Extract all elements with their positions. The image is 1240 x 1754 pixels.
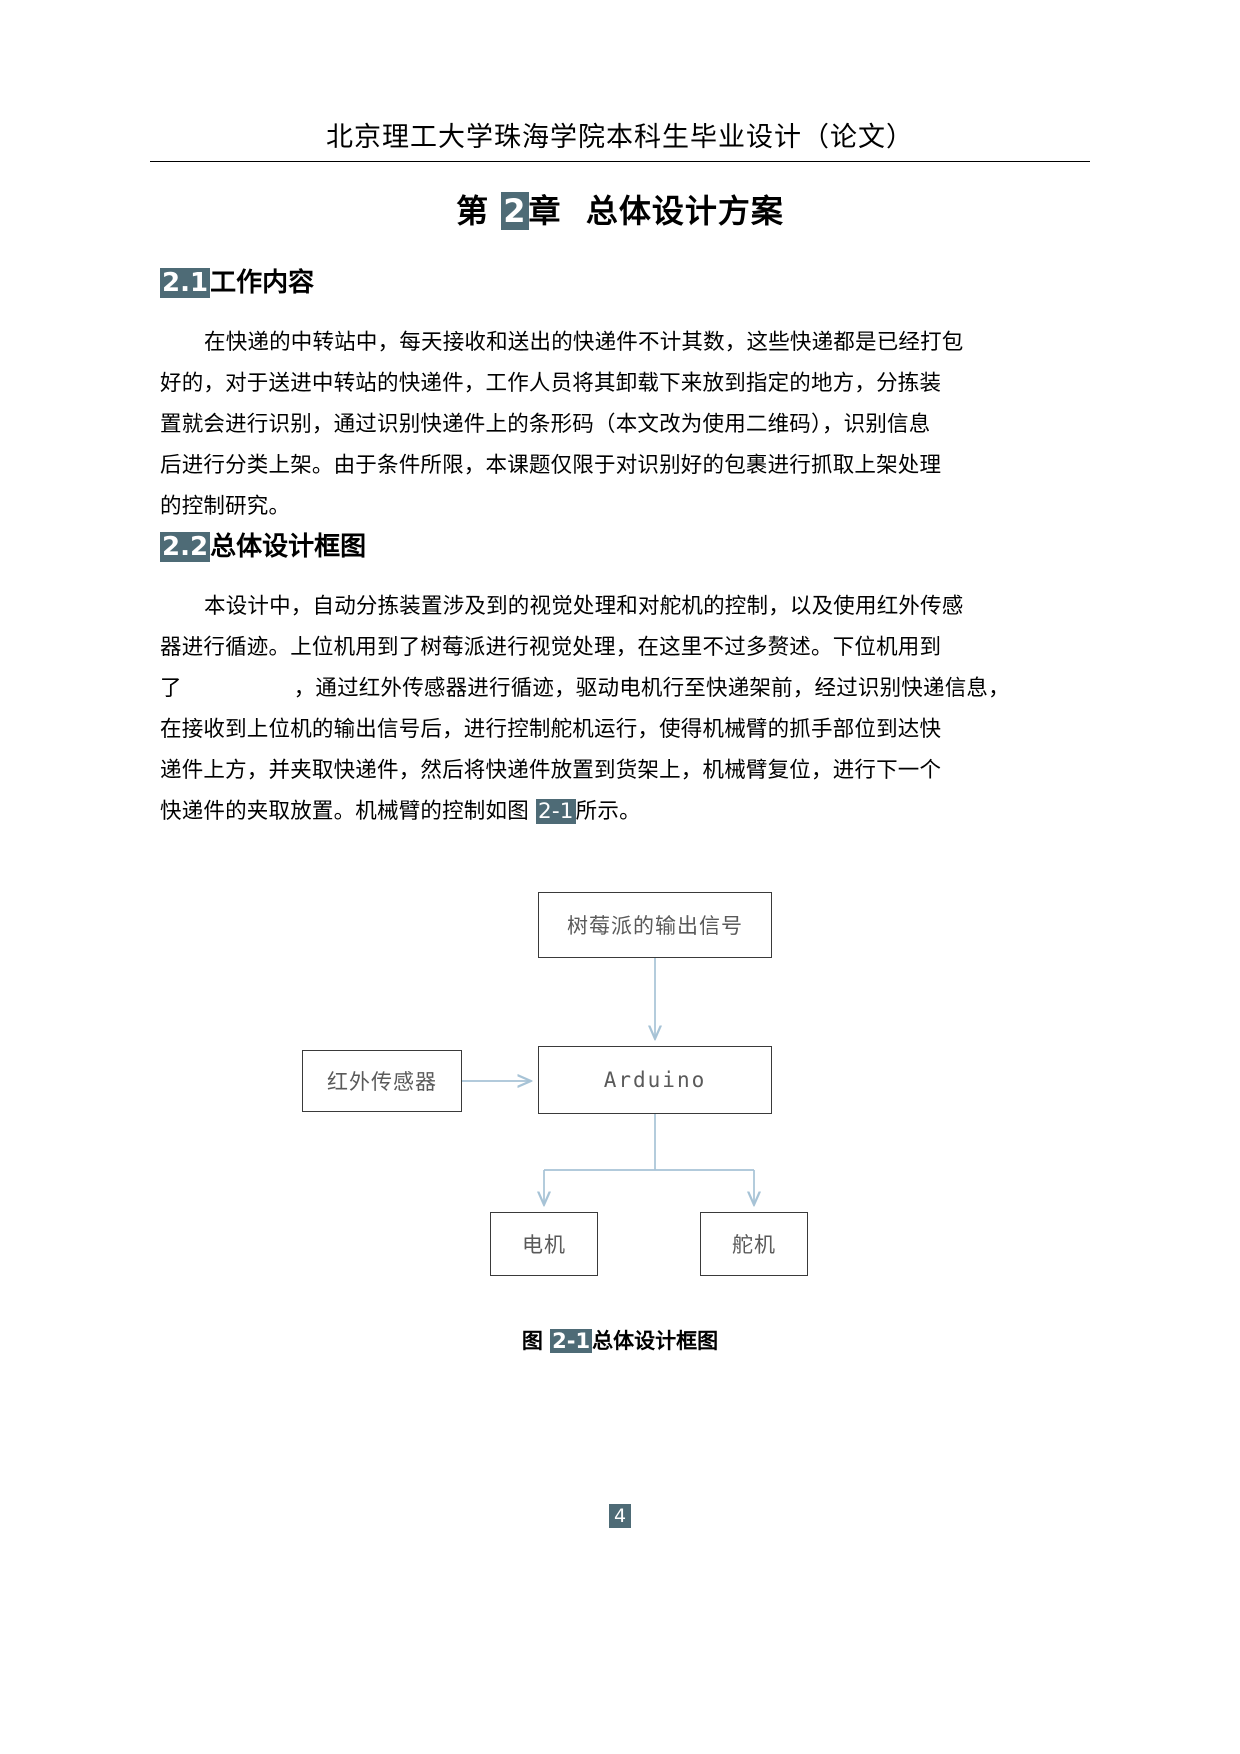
- caption-number-field: 2-1: [550, 1329, 593, 1353]
- paragraph-line-with-empty-field: 了 ，通过红外传感器进行循迹，驱动电机行至快递架前，经过识别快递信息，: [160, 668, 1085, 709]
- flowchart-node-arduino: Arduino: [538, 1046, 772, 1114]
- page-number: 4: [0, 1504, 1240, 1528]
- section-title-2-1: 工作内容: [210, 268, 315, 298]
- paragraph-line-head: 快递件的夹取放置。机械臂的控制如图: [160, 799, 529, 824]
- header-divider: [150, 161, 1090, 163]
- chapter-prefix: 第: [456, 192, 490, 230]
- figure-reference-field: 2-1: [535, 799, 576, 824]
- paragraph-line-head: 了: [160, 676, 182, 701]
- node-label: 树莓派的输出信号: [567, 914, 743, 938]
- paragraph-line: 器进行循迹。上位机用到了树莓派进行视觉处理，在这里不过多赘述。下位机用到: [160, 635, 942, 660]
- node-label: 电机: [522, 1233, 566, 1257]
- node-label: 红外传感器: [327, 1070, 437, 1094]
- section-number-field-2-1: 2.1: [160, 268, 211, 298]
- section-number-field-2-2: 2.2: [160, 532, 211, 562]
- section-heading-2-1: 2.1工作内容: [160, 262, 314, 299]
- header-title: 北京理工大学珠海学院本科生毕业设计（论文）: [326, 122, 914, 153]
- paragraph-line: 置就会进行识别，通过识别快递件上的条形码（本文改为使用二维码），识别信息: [160, 412, 931, 437]
- paragraph-line: 在接收到上位机的输出信号后，进行控制舵机运行，使得机械臂的抓手部位到达快: [160, 717, 942, 742]
- paragraph-2-2: 本设计中，自动分拣装置涉及到的视觉处理和对舵机的控制，以及使用红外传感 器进行循…: [160, 586, 1085, 832]
- caption-title: 总体设计框图: [592, 1329, 719, 1353]
- paragraph-line: 好的，对于送进中转站的快递件，工作人员将其卸载下来放到指定的地方，分拣装: [160, 371, 942, 396]
- page-number-field: 4: [608, 1504, 632, 1528]
- paragraph-line: 本设计中，自动分拣装置涉及到的视觉处理和对舵机的控制，以及使用红外传感: [204, 594, 964, 619]
- flowchart-node-servo: 舵机: [700, 1212, 808, 1276]
- caption-prefix: 图: [521, 1329, 543, 1353]
- chapter-title-text: 总体设计方案: [585, 192, 784, 230]
- paragraph-line: 的控制研究。: [160, 494, 291, 519]
- flowchart-node-motor: 电机: [490, 1212, 598, 1276]
- paragraph-line-with-figure-ref: 快递件的夹取放置。机械臂的控制如图 2-1所示。: [160, 791, 1085, 832]
- flowchart-figure: 树莓派的输出信号 红外传感器 Arduino 电机 舵机: [150, 868, 1090, 1338]
- paragraph-line: 后进行分类上架。由于条件所限，本课题仅限于对识别好的包裹进行抓取上架处理: [160, 453, 942, 478]
- paragraph-2-1: 在快递的中转站中，每天接收和送出的快递件不计其数，这些快递都是已经打包 好的，对…: [160, 322, 1085, 527]
- node-label: 舵机: [732, 1233, 776, 1257]
- paragraph-line: 在快递的中转站中，每天接收和送出的快递件不计其数，这些快递都是已经打包: [204, 330, 964, 355]
- chapter-title: 第 2章 总体设计方案: [150, 186, 1090, 232]
- node-label: Arduino: [603, 1068, 707, 1092]
- paragraph-line-tail: 所示。: [575, 799, 641, 824]
- chapter-number-field: 2: [501, 192, 529, 230]
- chapter-suffix: 章: [528, 192, 562, 230]
- paragraph-line-tail: ，通过红外传感器进行循迹，驱动电机行至快递架前，经过识别快递信息，: [293, 676, 1010, 701]
- flowchart-node-raspberry-output: 树莓派的输出信号: [538, 892, 772, 958]
- section-title-2-2: 总体设计框图: [210, 532, 367, 562]
- paragraph-line: 递件上方，并夹取快递件，然后将快递件放置到货架上，机械臂复位，进行下一个: [160, 758, 942, 783]
- running-header: 北京理工大学珠海学院本科生毕业设计（论文）: [150, 122, 1090, 163]
- flowchart-connectors: [462, 958, 1090, 1338]
- flowchart-node-ir-sensor: 红外传感器: [302, 1050, 462, 1112]
- figure-caption: 图 2-1总体设计框图: [150, 1325, 1090, 1355]
- section-heading-2-2: 2.2总体设计框图: [160, 526, 366, 563]
